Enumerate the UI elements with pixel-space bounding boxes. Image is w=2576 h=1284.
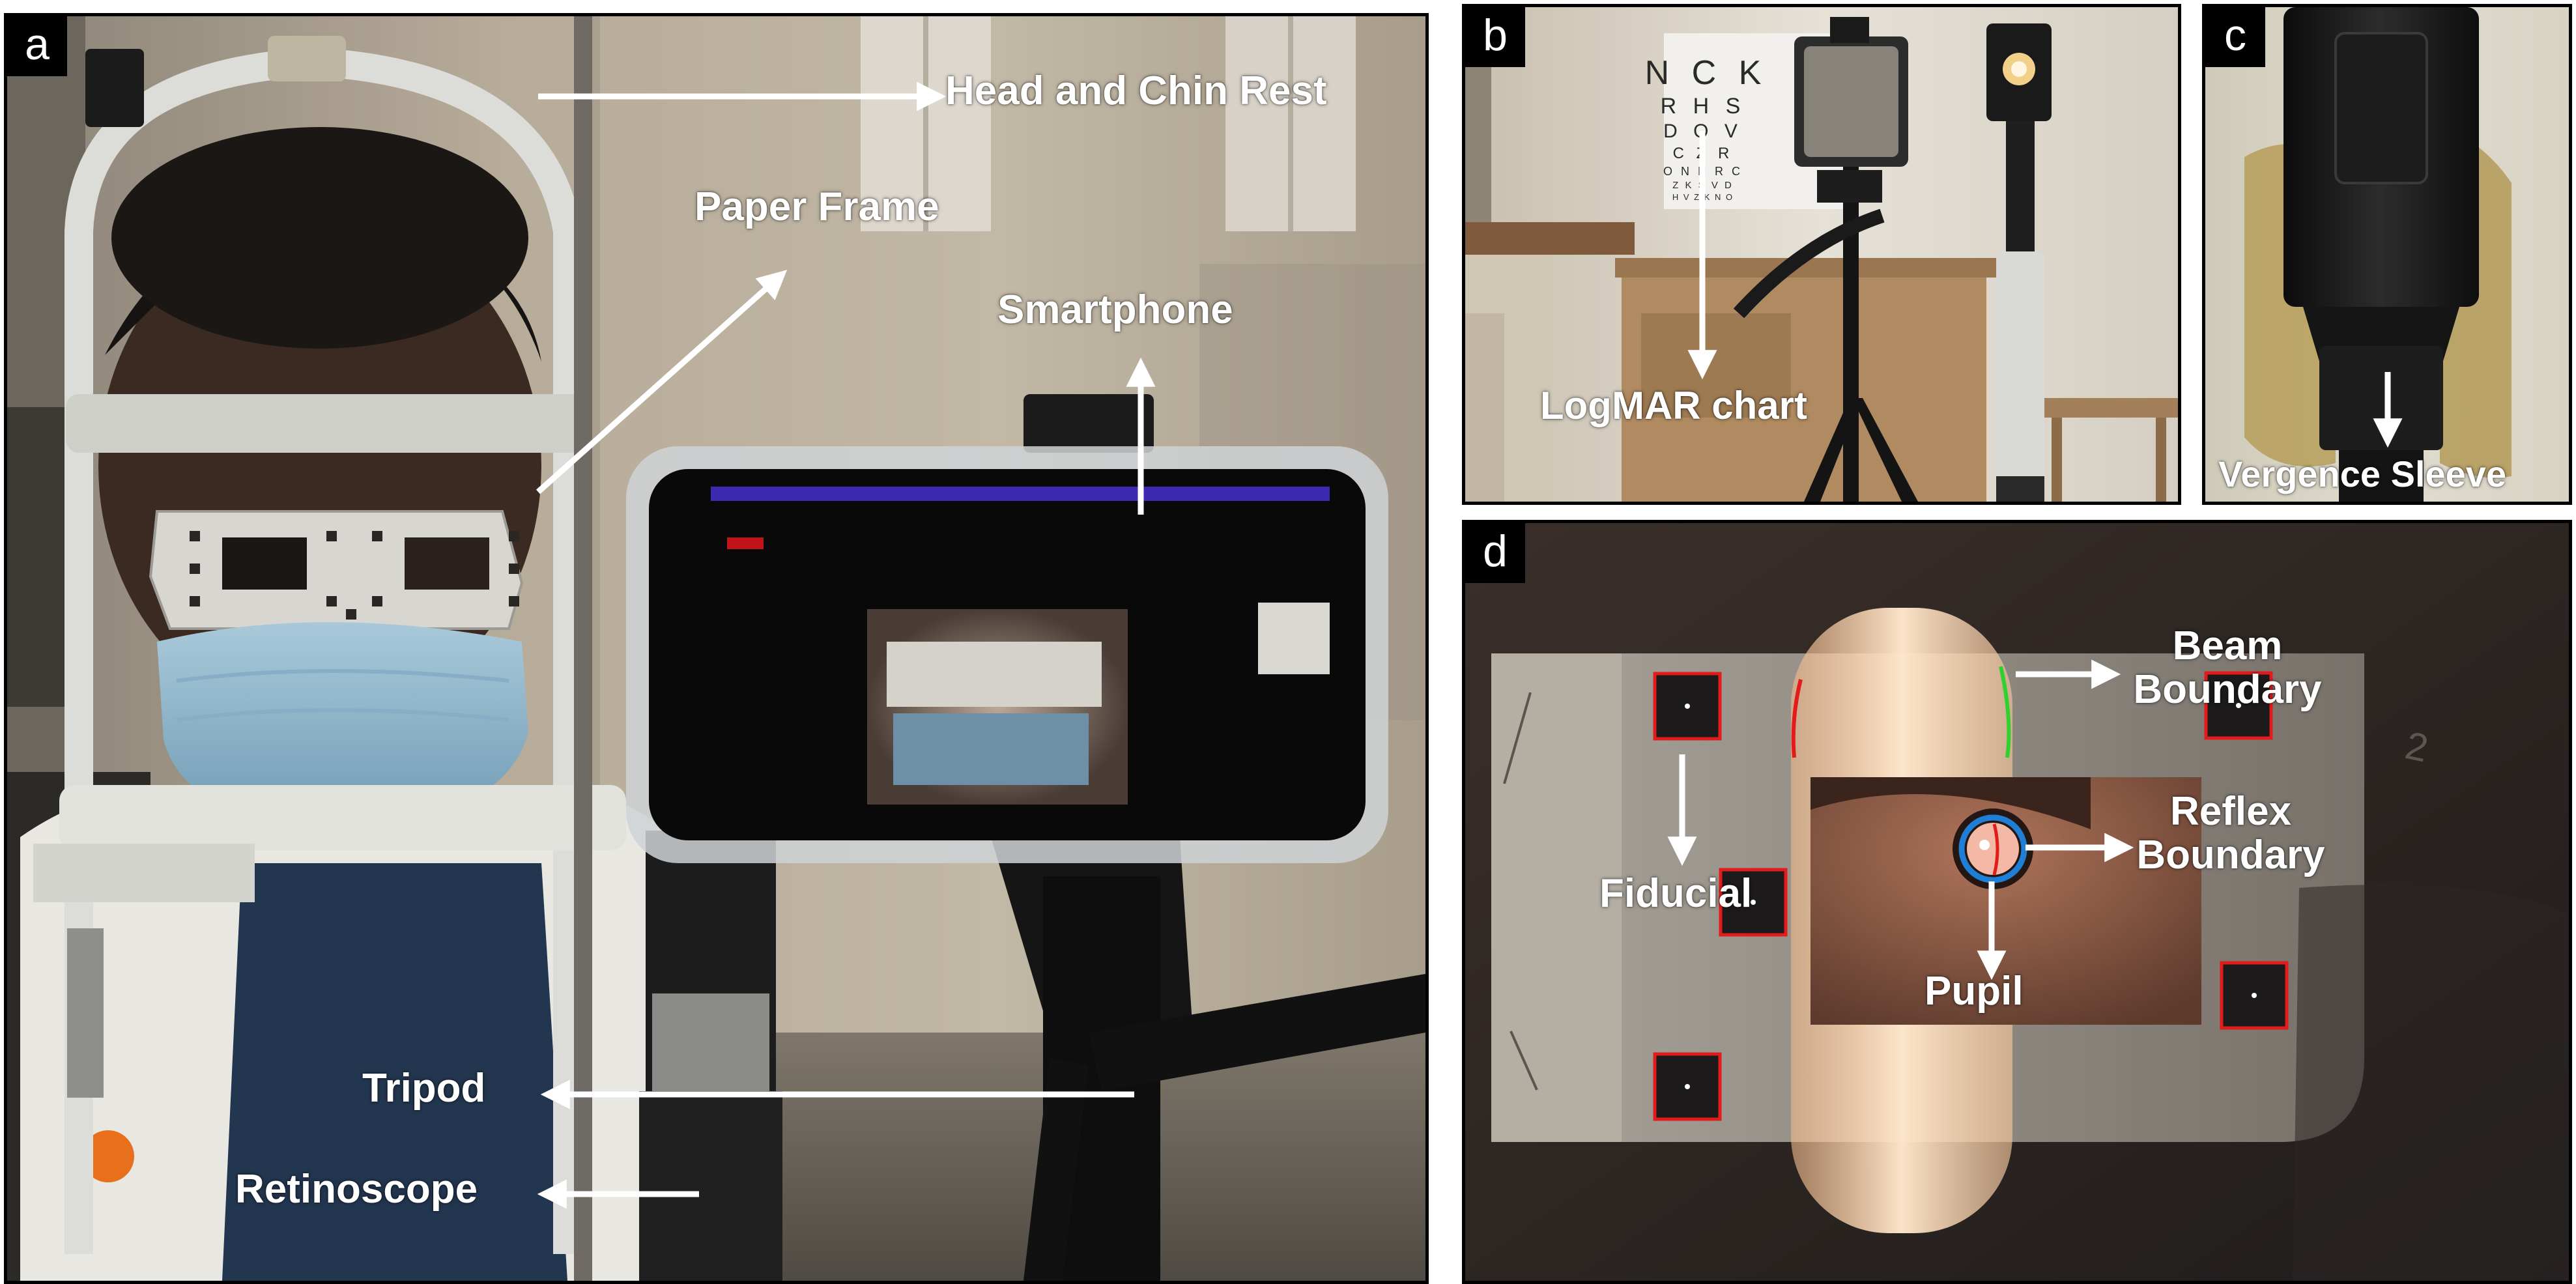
chart-row: H V Z K N O: [1672, 192, 1734, 202]
chart-row: N C K: [1645, 54, 1768, 92]
panel-b-photo: N C K R H S D O V C Z R O N H R C Z K S …: [1465, 7, 2178, 502]
label-logmar-chart: LogMAR chart: [1540, 384, 1807, 427]
panel-letter-b: b: [1465, 7, 1525, 67]
label-beam-boundary: Beam Boundary: [2117, 623, 2338, 712]
panel-c: c Vergence Sleeve: [2202, 4, 2572, 505]
label-paper-frame: Paper Frame: [694, 184, 939, 229]
label-reflex-boundary: Reflex Boundary: [2123, 790, 2338, 877]
label-reflex-boundary-line1: Reflex: [2169, 789, 2292, 834]
panel-d: 2: [1462, 520, 2572, 1284]
label-vergence-sleeve: Vergence Sleeve: [2218, 453, 2507, 494]
panel-b: N C K R H S D O V C Z R O N H R C Z K S …: [1462, 4, 2181, 505]
panel-a: a Head and Chin Rest Paper Frame Smartph…: [4, 13, 1429, 1284]
label-tripod: Tripod: [362, 1066, 486, 1111]
label-retinoscope: Retinoscope: [235, 1167, 478, 1212]
panel-a-photo: [7, 16, 1425, 1281]
label-head-chin-rest: Head and Chin Rest: [945, 68, 1327, 113]
panel-letter-d: d: [1465, 523, 1525, 583]
chart-row: C Z R: [1673, 145, 1734, 162]
panel-d-photo: 2: [1465, 523, 2569, 1281]
panel-c-photo: [2205, 7, 2569, 502]
panel-letter-c: c: [2205, 7, 2265, 67]
chart-row: Z K S V D: [1672, 180, 1734, 191]
label-fiducial: Fiducial: [1599, 871, 1753, 916]
label-reflex-boundary-line2: Boundary: [2136, 832, 2325, 877]
label-beam-boundary-line1: Beam: [2172, 623, 2283, 668]
panel-letter-a: a: [7, 16, 67, 76]
chart-row: R H S: [1661, 94, 1746, 119]
chart-row: O N H R C: [1663, 165, 1743, 178]
label-pupil: Pupil: [1925, 969, 2024, 1014]
chart-row: D O V: [1663, 121, 1743, 142]
label-smartphone: Smartphone: [997, 287, 1233, 332]
label-beam-boundary-line2: Boundary: [2133, 666, 2322, 712]
